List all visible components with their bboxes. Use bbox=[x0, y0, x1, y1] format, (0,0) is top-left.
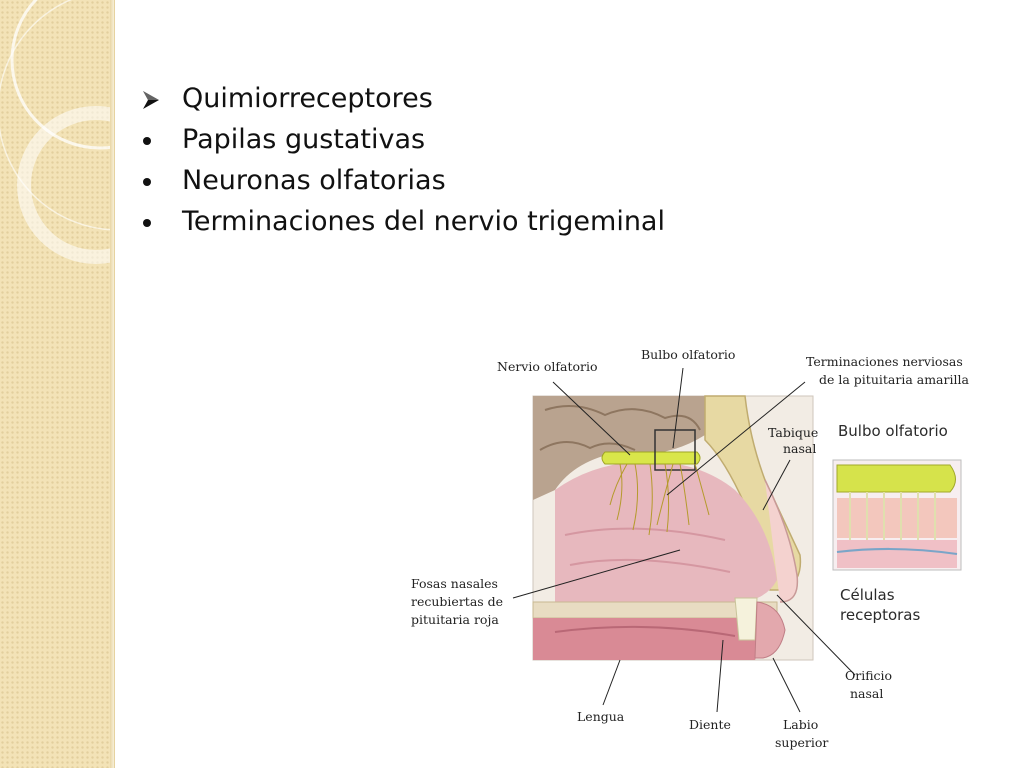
bullet-item-neuronas: Neuronas olfatorias bbox=[140, 160, 1000, 201]
label-terminaciones-2: de la pituitaria amarilla bbox=[819, 372, 969, 387]
bullet-text: Papilas gustativas bbox=[182, 124, 426, 155]
label-tabique-1: Tabique bbox=[768, 425, 818, 440]
bullet-text: Quimiorreceptores bbox=[182, 83, 433, 114]
label-fosas-3: pituitaria roja bbox=[411, 612, 499, 627]
label-lengua: Lengua bbox=[577, 709, 625, 724]
label-orificio-1: Orificio bbox=[845, 668, 892, 683]
bullet-item-papilas: Papilas gustativas bbox=[140, 119, 1000, 160]
inset-caption-2: receptoras bbox=[840, 606, 920, 624]
label-fosas-1: Fosas nasales bbox=[411, 576, 498, 591]
label-labio-2: superior bbox=[775, 735, 828, 750]
label-bulbo-olfatorio: Bulbo olfatorio bbox=[641, 347, 735, 362]
label-orificio-2: nasal bbox=[850, 686, 883, 701]
arrow-bullet-icon bbox=[140, 78, 170, 119]
bullet-list: Quimiorreceptores Papilas gustativas Neu… bbox=[140, 78, 1000, 242]
label-fosas-2: recubiertas de bbox=[411, 594, 503, 609]
decorative-rings bbox=[0, 0, 114, 264]
slide-content: Quimiorreceptores Papilas gustativas Neu… bbox=[140, 78, 1000, 242]
dot-bullet-icon bbox=[140, 201, 170, 242]
bullet-item-quimiorreceptores: Quimiorreceptores bbox=[140, 78, 1000, 119]
leader-lines bbox=[512, 367, 856, 713]
dot-bullet-icon bbox=[140, 160, 170, 201]
olfactory-bulb-inset bbox=[832, 459, 962, 571]
bullet-item-terminaciones: Terminaciones del nervio trigeminal bbox=[140, 201, 1000, 242]
bullet-text: Terminaciones del nervio trigeminal bbox=[182, 206, 665, 237]
label-tabique-2: nasal bbox=[783, 441, 816, 456]
olfactory-anatomy-figure: Nervio olfatorio Bulbo olfatorio Termina… bbox=[405, 340, 1005, 760]
label-diente: Diente bbox=[689, 717, 731, 732]
sidebar-edge bbox=[110, 0, 114, 768]
label-labio-1: Labio bbox=[783, 717, 818, 732]
nasal-cavity-illustration bbox=[532, 395, 814, 661]
label-terminaciones-1: Terminaciones nerviosas bbox=[806, 354, 963, 369]
anatomy-diagram: Nervio olfatorio Bulbo olfatorio Termina… bbox=[411, 347, 969, 750]
dot-bullet-icon bbox=[140, 119, 170, 160]
inset-title: Bulbo olfatorio bbox=[838, 422, 948, 440]
inset-caption-1: Células bbox=[840, 586, 895, 604]
label-nervio-olfatorio: Nervio olfatorio bbox=[497, 359, 598, 374]
bullet-text: Neuronas olfatorias bbox=[182, 165, 446, 196]
decorative-sidebar bbox=[0, 0, 115, 768]
